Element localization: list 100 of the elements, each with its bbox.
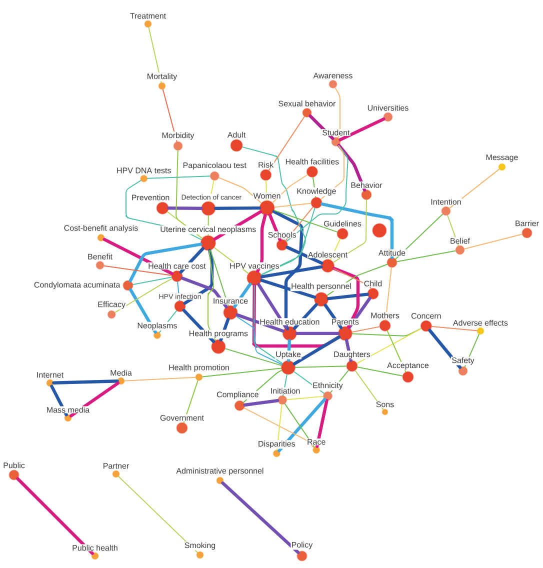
connector: [147, 176, 210, 179]
connector: [256, 214, 267, 273]
node-label: Internet: [36, 372, 64, 378]
node-label: Health personnel: [290, 282, 352, 292]
connector: [129, 288, 157, 334]
node-dot: [476, 327, 484, 335]
node-label: Initiation: [270, 387, 301, 394]
connector: [284, 403, 315, 448]
node-label: Parents: [330, 318, 360, 326]
connector: [431, 326, 478, 332]
node-dot: [346, 360, 358, 372]
node-dot: [372, 223, 387, 238]
node-label: Administrative personnel: [176, 467, 264, 476]
node-dot: [144, 20, 152, 28]
connector: [102, 238, 174, 276]
node-dot: [64, 414, 72, 422]
node-label: Prevention: [130, 194, 170, 201]
node-label: Risk: [257, 161, 274, 168]
node-label: Smoking: [184, 542, 216, 550]
connector: [447, 214, 459, 246]
node-dot: [211, 339, 226, 354]
node-dot: [46, 379, 54, 387]
node-dot: [272, 450, 280, 458]
node-label: Health facilities: [284, 158, 340, 166]
connector: [324, 304, 343, 330]
node-dot: [176, 422, 188, 434]
node-dot: [320, 259, 334, 273]
connector: [236, 313, 284, 333]
node-dot: [140, 174, 148, 182]
node-label: Public: [2, 462, 26, 469]
node-label: Policy: [290, 541, 314, 550]
node-dot: [336, 228, 348, 240]
connector: [286, 246, 324, 265]
node-dot: [455, 245, 465, 255]
node-dot: [441, 206, 451, 216]
node-dot: [200, 235, 216, 251]
node-dot: [312, 446, 320, 454]
node-label: Ethnicity: [312, 382, 344, 390]
node-label: Cost-benefit analysis: [63, 224, 139, 233]
connector: [260, 208, 316, 276]
connector: [207, 250, 216, 341]
node-dot: [323, 391, 332, 401]
connector: [333, 268, 372, 290]
node-dot: [361, 190, 372, 200]
node-dot: [201, 201, 216, 216]
connector: [326, 292, 369, 300]
connector: [396, 250, 456, 262]
node-label: Benefit: [86, 252, 114, 260]
node-dot: [210, 171, 220, 181]
node-label: Knowledge: [296, 187, 337, 196]
node-dot: [91, 552, 99, 560]
connector: [316, 399, 328, 448]
node-dot: [281, 360, 296, 375]
connector: [295, 332, 340, 336]
node-dot: [195, 373, 203, 381]
connector: [357, 366, 403, 376]
node-dot: [383, 112, 393, 122]
node-label: Belief: [449, 237, 471, 244]
node-dot: [402, 371, 414, 383]
connector: [260, 265, 323, 278]
connector: [132, 276, 172, 285]
node-dot: [96, 261, 104, 270]
connector: [464, 334, 480, 368]
connector: [320, 202, 394, 259]
connector: [272, 210, 304, 330]
connector: [210, 250, 229, 306]
node-label: Adverse effects: [452, 319, 509, 326]
node-label: Daughters: [332, 350, 372, 360]
connector: [352, 326, 380, 333]
connector: [292, 336, 341, 366]
node-label: Treatment: [129, 12, 167, 20]
connector: [385, 267, 392, 320]
node-dot: [196, 551, 204, 559]
connector: [338, 117, 386, 142]
connector: [183, 380, 198, 424]
connector: [50, 384, 68, 416]
node-dot: [331, 137, 341, 146]
connector: [118, 476, 198, 553]
connector: [104, 265, 172, 276]
connector: [356, 328, 422, 364]
connector: [286, 396, 324, 400]
node-dot: [282, 326, 297, 341]
node-dot: [314, 292, 329, 307]
node-label: Child: [363, 280, 383, 287]
connector: [16, 477, 94, 555]
node-dot: [8, 470, 20, 480]
connector: [278, 398, 326, 452]
node-dot: [259, 200, 275, 216]
node-dot: [246, 270, 262, 286]
connector: [214, 206, 261, 210]
connector: [69, 382, 120, 418]
node-dot: [328, 80, 338, 88]
node-label: Condylomata acuminata: [33, 281, 121, 290]
connector: [260, 278, 316, 299]
node-dot: [216, 476, 224, 484]
connector: [202, 368, 282, 378]
node-dot: [156, 202, 169, 214]
connector: [221, 481, 300, 554]
connector: [285, 206, 314, 241]
node-dot: [278, 395, 288, 405]
